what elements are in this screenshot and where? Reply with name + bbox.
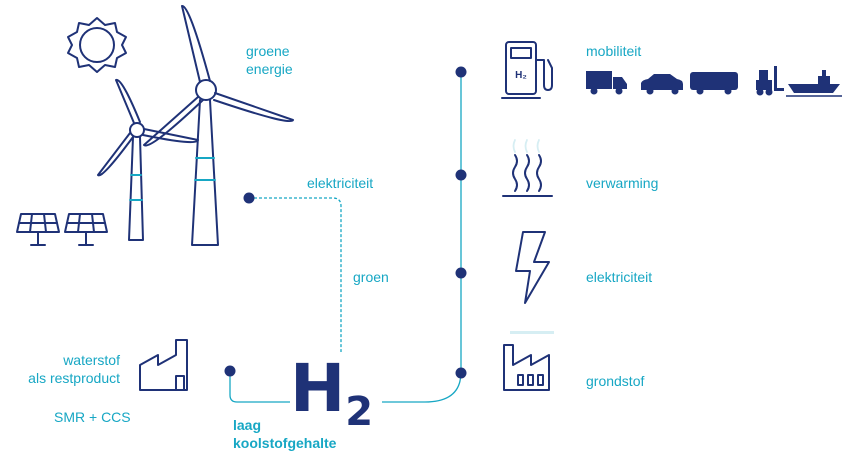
hydrogen-symbol: H2: [290, 356, 373, 436]
label-low-carbon-1: laag: [233, 417, 262, 433]
connector-dot: [243, 192, 255, 204]
label-heating: verwarming: [586, 175, 659, 191]
sun-icon: [67, 17, 127, 73]
solar-panel-icon: [16, 213, 60, 246]
distribution-connector: [382, 72, 462, 403]
hydrogen-letter: H: [290, 350, 346, 427]
wind-turbine-icon: [143, 5, 294, 246]
hydrogen-subscript: 2: [345, 389, 374, 435]
label-green: groen: [353, 269, 389, 285]
ship-icon: [786, 70, 842, 97]
wind-turbine-icon: [97, 79, 199, 241]
label-green-energy-1: groene: [246, 43, 290, 59]
connector-dot: [224, 365, 236, 377]
connector-dot: [455, 267, 467, 279]
bus-icon: [690, 72, 738, 95]
connector-dot: [455, 169, 467, 181]
by-product-connector: [229, 371, 290, 403]
label-electricity-use: elektriciteit: [586, 269, 653, 285]
label-feedstock: grondstof: [586, 373, 645, 389]
label-electricity-source: elektriciteit: [307, 175, 374, 191]
label-by-product-1: waterstof: [63, 352, 120, 368]
label-mobility: mobiliteit: [586, 43, 642, 59]
factory-icon: [139, 339, 188, 391]
connector-dot: [455, 367, 467, 379]
forklift-icon: [756, 66, 784, 96]
lightning-icon: [515, 231, 550, 304]
label-by-product-2: als restproduct: [28, 370, 120, 386]
heat-icon: [502, 154, 553, 197]
fuel-pump-icon: [501, 41, 553, 99]
factory-icon: [503, 344, 550, 391]
green-connector: [249, 197, 342, 352]
label-green-energy-2: energie: [246, 61, 293, 77]
label-low-carbon-2: koolstofgehalte: [233, 435, 337, 451]
solar-panel-icon: [64, 213, 108, 246]
label-smr-ccs: SMR + CCS: [54, 409, 131, 425]
car-icon: [641, 74, 683, 95]
truck-icon: [586, 71, 627, 95]
connector-dot: [455, 66, 467, 78]
pump-h2-label: H₂: [515, 70, 527, 81]
